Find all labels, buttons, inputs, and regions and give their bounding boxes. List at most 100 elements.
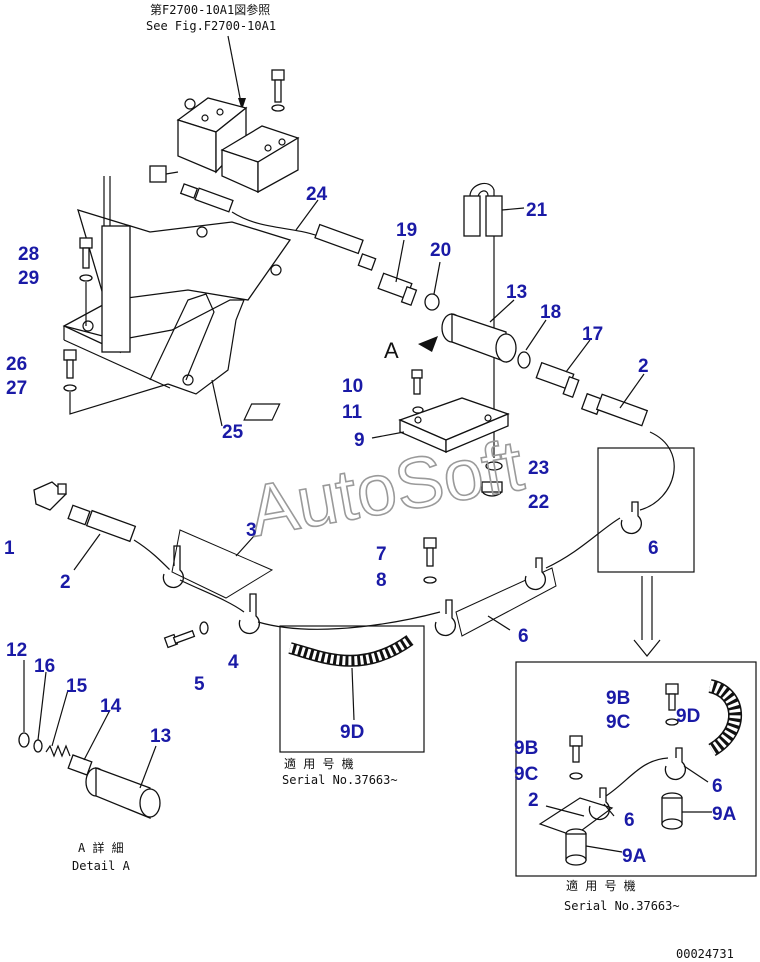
detail-box-6 [597,447,695,573]
valve-block [176,97,300,194]
detail-note-en: Detail A [72,859,131,873]
clamp-3b [238,593,260,635]
ref-arrowhead [238,98,246,110]
callout-17: 17 [582,324,603,345]
inset-plate-2 [538,797,614,837]
callout-25: 25 [222,422,244,443]
callout-3: 3 [246,520,257,541]
callout-9a-lower: 9A [622,846,647,867]
callout-9b-lower: 9B [514,738,538,759]
callout-9a-upper: 9A [712,804,737,825]
inset-spacer-9a-lower [565,828,587,866]
ring-18 [517,351,531,369]
clamp-6-upper [524,557,546,591]
ref-leader [227,35,243,109]
nut-22 [481,481,503,497]
callout-20: 20 [430,240,451,261]
clamp-6-mid [434,567,557,637]
fitting-19 [377,272,418,307]
ref-note-jp: 第F2700-10A1図参照 [150,2,270,17]
clamp-3 [162,529,274,599]
bolt-28 [79,237,93,269]
callout-9b-upper: 9B [606,688,630,709]
callout-1: 1 [4,538,15,559]
sensor-connector-top [149,165,179,183]
cable-24 [179,183,377,271]
inset-washer-9c-upper [665,718,679,726]
callout-13-detail: 13 [150,726,171,747]
inset-serial-note-jp: 適 用 号 機 [566,878,636,893]
washer-4 [199,621,209,635]
washer-23 [485,461,503,471]
callout-23: 23 [528,458,549,479]
cable-up [545,517,621,569]
inset-spiral-9d [707,679,743,757]
view-a-arrow [418,336,438,352]
serial-note-jp: 適 用 号 機 [284,756,354,771]
inset-washer-9c-lower [569,772,583,780]
cable-mid [179,579,245,613]
callout-2-inset: 2 [528,790,539,811]
washer-11 [412,406,424,414]
callout-4: 4 [228,652,239,673]
callout-24: 24 [306,184,328,205]
drawing-number: 00024731 [676,947,734,961]
callout-14: 14 [100,696,122,717]
bracket-25 [62,176,292,395]
bolt-7 [423,537,437,567]
watermark: AutoSoft [243,426,529,553]
cable-2-right [580,392,675,511]
cable-run [257,611,441,630]
o-ring-20 [424,293,440,311]
callout-6-mid: 6 [518,626,529,647]
bolt-top [271,69,285,112]
washer-27 [63,384,77,392]
callout-28: 28 [18,244,39,265]
sleeve-13-top [441,313,517,363]
callout-15: 15 [66,676,88,697]
fitting-17 [535,361,580,399]
callout-12: 12 [6,640,27,661]
view-a-label: A [384,338,399,363]
detail-note-jp: A 詳 細 [78,840,124,855]
inset-cable [605,757,669,797]
clamp-6-boxed [620,501,642,535]
callout-19: 19 [396,220,417,241]
callout-22: 22 [528,492,549,513]
inset-bolt-9b-lower [569,735,583,763]
callout-9c-lower: 9C [514,764,539,785]
callout-16: 16 [34,656,55,677]
inset-serial-note-en: Serial No.37663~ [564,899,680,913]
ring-16 [33,739,43,753]
detail-box-9d [279,625,425,753]
leader-lines [23,199,712,853]
callout-29: 29 [18,268,39,289]
inset-box [515,661,757,877]
callout-2-left: 2 [60,572,71,593]
plate-9 [243,397,510,453]
callout-11: 11 [342,402,363,423]
callout-8: 8 [376,570,387,591]
bolt-10 [411,369,423,395]
callout-13-top: 13 [506,282,527,303]
bolt-26 [63,349,77,379]
callout-9d: 9D [340,722,364,743]
callout-27: 27 [6,378,27,399]
callout-9c-upper: 9C [606,712,631,733]
callout-2-right: 2 [638,356,649,377]
callout-6-inset-upper: 6 [712,776,723,797]
connector-1 [33,481,67,511]
callout-9d-inset: 9D [676,706,700,727]
washer-8 [423,576,437,584]
sleeve-13-detail [85,767,161,819]
callout-5: 5 [194,674,205,695]
callout-9: 9 [354,430,365,451]
inset-bolt-9b-upper [665,683,679,711]
callout-26: 26 [6,354,27,375]
callout-6-box: 6 [648,538,659,559]
bolt-5 [163,629,196,649]
callout-21: 21 [526,200,548,221]
serial-note-en: Serial No.37663~ [282,773,398,787]
inset-clamp-6-upper [664,747,686,781]
